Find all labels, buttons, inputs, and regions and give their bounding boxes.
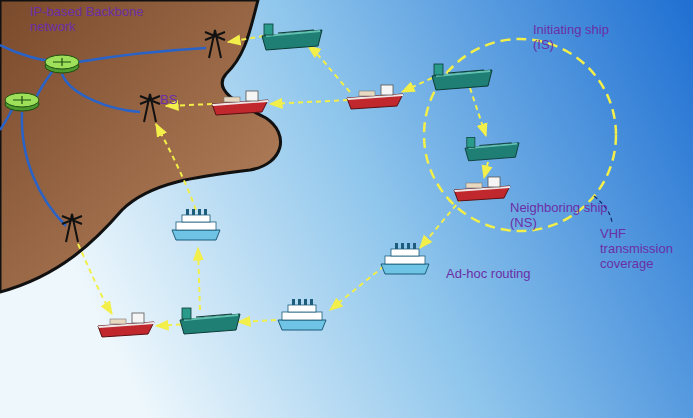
tower-arms [205,32,225,40]
funnel [395,243,398,249]
antenna-tower [205,30,225,58]
pipes [479,143,511,146]
funnel [192,209,195,215]
adhoc-arrow [470,88,486,136]
tanker-ship [262,24,322,50]
adhoc-arrow [420,198,462,248]
antenna-tower [140,94,160,122]
adhoc-arrow [238,320,276,322]
cargo [110,319,126,324]
land [0,0,281,292]
deck [282,312,322,320]
funnel [204,209,207,215]
cargo [224,97,240,102]
label: VHF transmission coverage [600,226,688,271]
adhoc-arrow [270,100,348,104]
adhoc-arrow [156,124,196,210]
upper-deck [391,249,419,256]
tanker-ship [432,64,492,90]
bridge [264,24,273,35]
router-top [45,55,79,69]
adhoc-arrow [228,36,264,42]
hull [381,264,429,274]
adhoc-arrow [78,244,112,314]
pipes [196,314,232,317]
antenna-tower [62,214,82,242]
router-icon [5,93,39,111]
backbone-wires [0,45,206,226]
funnel [407,243,410,249]
red-ship [212,91,268,115]
pipes [448,70,484,73]
bridge [182,308,191,319]
tower-arms [140,96,160,104]
label: Initiating ship (IS) [533,22,613,52]
cruise-ship [278,299,326,330]
funnel [310,299,313,305]
adhoc-arrow [308,46,350,92]
funnel [186,209,189,215]
pipes [278,30,314,33]
deck [176,222,216,230]
funnel [413,243,416,249]
tanker-ship [465,137,519,160]
red-ship [98,313,154,337]
router-icon [45,55,79,73]
upper-deck [288,305,316,312]
funnel [401,243,404,249]
bridge [434,64,443,75]
bridge [246,91,258,101]
deck [436,70,490,77]
deck [385,256,425,264]
cargo [359,91,375,96]
label: BS [160,92,177,107]
upper-deck [182,215,210,222]
cargo [466,183,482,188]
deck [266,30,320,37]
funnel [298,299,301,305]
label: Ad-hoc routing [446,266,531,281]
router-mark [13,96,31,104]
adhoc-arrow [330,266,384,310]
label: Neighboring ship (NS) [510,200,610,230]
bridge [488,177,500,187]
cruise-ship [172,209,220,240]
hull [172,230,220,240]
adhoc-arrow [402,78,432,92]
tower-arms [62,216,82,224]
bridge [132,313,144,323]
hull [278,320,326,330]
cruise-ship [381,243,429,274]
ships [98,24,519,337]
routers [5,55,79,111]
vhf-coverage-circle [424,39,616,231]
adhoc-arrow [484,162,488,178]
funnel [304,299,307,305]
towers [62,30,225,242]
bridge [381,85,393,95]
tanker-ship [180,308,240,334]
router-top [5,93,39,107]
funnel [292,299,295,305]
adhoc-arrow [198,248,200,310]
label: IP-based Backbone network [30,4,160,34]
deck [469,143,518,149]
deck [184,314,238,321]
router-mark [53,58,71,66]
bridge [467,137,475,147]
red-ship [347,85,403,109]
adhoc-arrows [78,36,488,326]
funnel [198,209,201,215]
red-ship [454,177,510,201]
